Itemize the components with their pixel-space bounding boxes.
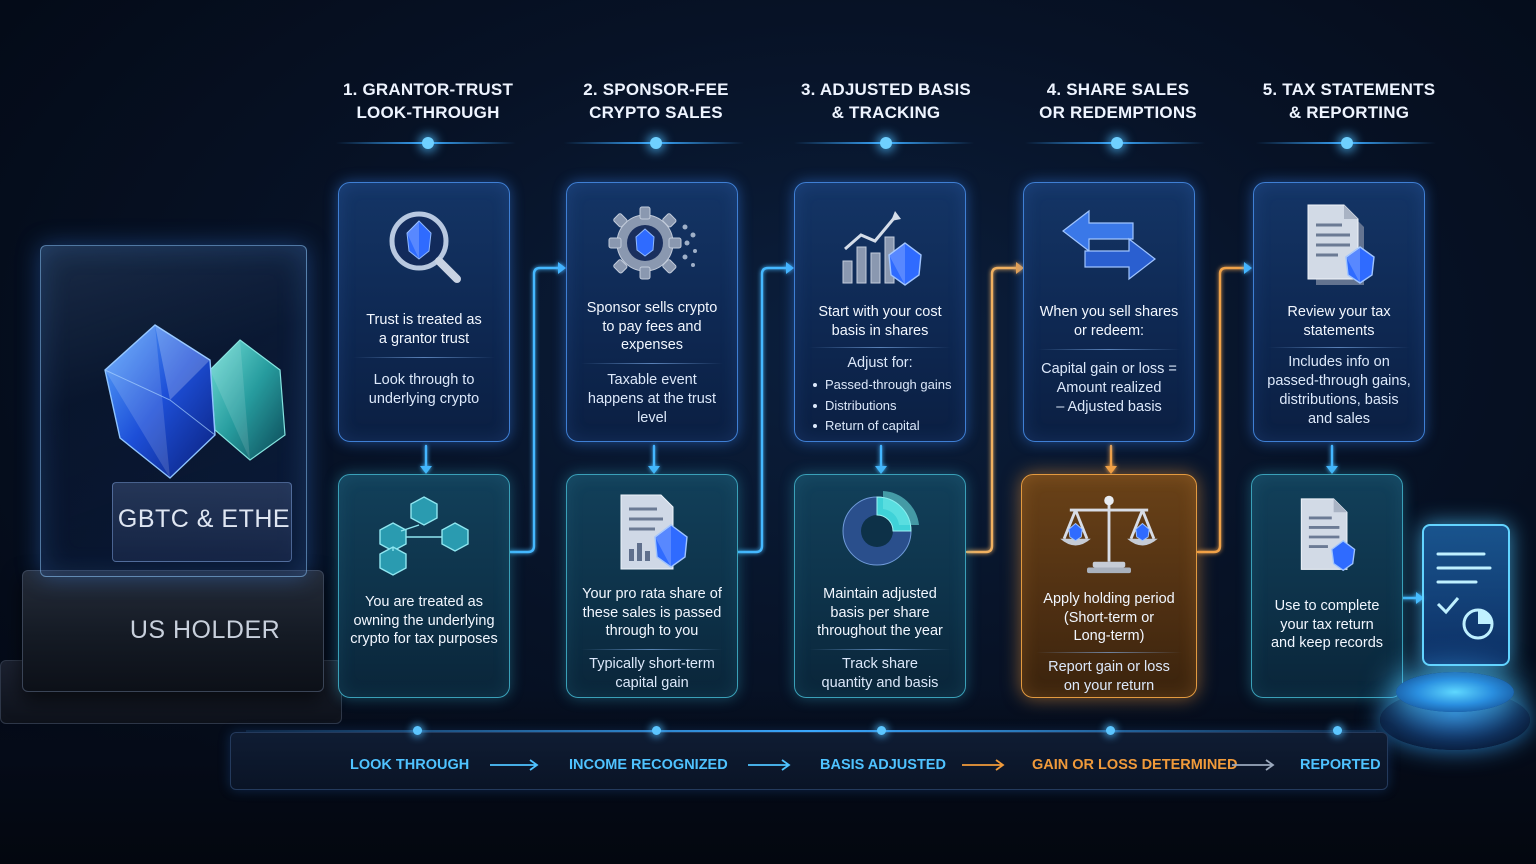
pie-chart-icon xyxy=(842,491,919,566)
stage-dot xyxy=(877,726,886,735)
card-divider xyxy=(1036,652,1182,653)
arrowhead xyxy=(420,466,432,474)
header-dot xyxy=(650,137,662,149)
card-divider xyxy=(809,649,951,650)
holder-label: US HOLDER xyxy=(129,616,281,644)
stage-line xyxy=(246,730,1376,732)
product-plate xyxy=(112,482,292,562)
card-divider xyxy=(581,649,723,650)
chart-crystal-icon xyxy=(842,211,922,286)
card-divider xyxy=(353,357,495,358)
stage-dot xyxy=(1333,726,1342,735)
connector-3-4 xyxy=(965,266,1020,554)
down-arrows xyxy=(424,444,1334,470)
arrowhead xyxy=(558,262,566,274)
exchange-arrows-icon xyxy=(1062,209,1156,281)
card-divider xyxy=(809,347,951,348)
stage-dot xyxy=(652,726,661,735)
connector-4-5 xyxy=(1196,266,1248,554)
hologram-report-icon xyxy=(1436,552,1494,640)
stage-label-gain-or-loss: GAIN OR LOSS DETERMINED xyxy=(1032,757,1238,773)
connector-1-2 xyxy=(508,266,562,554)
bullet-item: Passed-through gains xyxy=(811,375,961,396)
header-dot xyxy=(1341,137,1353,149)
header-dot xyxy=(880,137,892,149)
stage-dot xyxy=(1106,726,1115,735)
arrowhead xyxy=(875,466,887,474)
card-sub-text: Capital gain or loss =Amount realized– A… xyxy=(1041,361,1177,415)
network-cubes-icon xyxy=(379,496,469,576)
step-title-5: 5. TAX STATEMENTS& REPORTING xyxy=(1262,80,1436,122)
document-crystal-icon xyxy=(1307,204,1375,285)
connector-2-3 xyxy=(736,266,790,554)
product-label: GBTC & ETHE xyxy=(117,505,291,533)
card-divider xyxy=(1038,349,1180,350)
arrowhead xyxy=(1105,466,1117,474)
pedestal-base xyxy=(22,570,324,692)
stage-label-income-recognized: INCOME RECOGNIZED xyxy=(569,757,728,773)
card-divider xyxy=(1268,347,1410,348)
stage-dot xyxy=(413,726,422,735)
arrowhead xyxy=(1326,466,1338,474)
magnifier-crystal-icon xyxy=(389,211,461,283)
stage-label-reported: REPORTED xyxy=(1300,757,1381,773)
report-crystal-icon xyxy=(620,494,688,570)
arrowhead xyxy=(786,262,794,274)
header-dot xyxy=(422,137,434,149)
hologram-document xyxy=(1422,524,1510,666)
arrowhead xyxy=(1244,262,1252,274)
stage-label-basis-adjusted: BASIS ADJUSTED xyxy=(820,757,946,773)
header-dot xyxy=(1111,137,1123,149)
step-title-3: 3. ADJUSTED BASIS& TRACKING xyxy=(801,80,971,122)
adjust-label: Adjust for: xyxy=(847,355,913,371)
bullet-item: Distributions xyxy=(811,396,961,417)
hologram-emitter xyxy=(1396,672,1514,712)
gear-crystal-icon xyxy=(608,206,697,280)
stage-bar xyxy=(230,732,1388,790)
adjust-bullets: Passed-through gains Distributions Retur… xyxy=(811,375,961,437)
arrowhead xyxy=(648,466,660,474)
crypto-crystals-icon xyxy=(104,324,286,479)
stage-label-look-through: LOOK THROUGH xyxy=(350,757,470,773)
card-divider xyxy=(581,363,723,364)
scales-icon xyxy=(1060,495,1158,574)
bullet-item: Return of capital xyxy=(811,416,961,437)
tax-form-icon xyxy=(1300,498,1356,572)
